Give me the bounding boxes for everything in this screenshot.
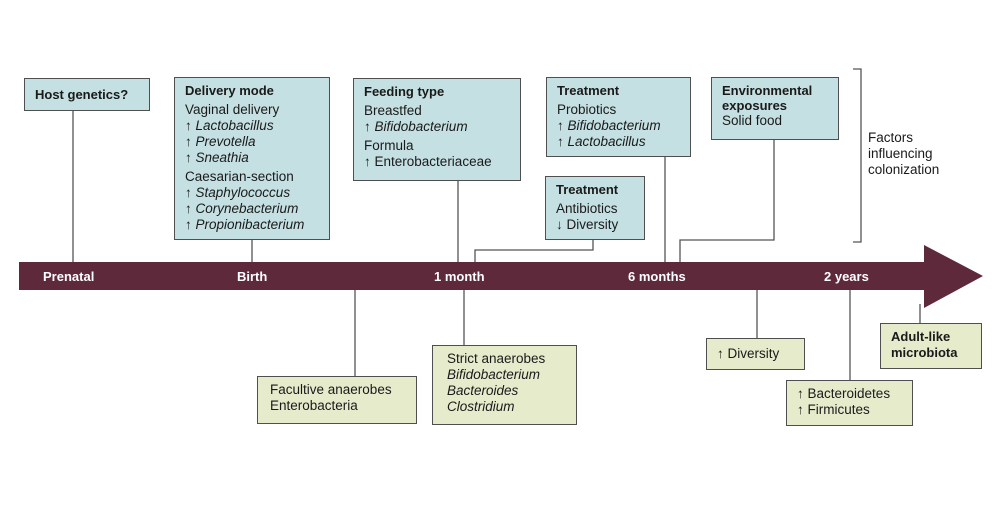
up-arrow-icon: ↑ (557, 118, 564, 133)
bacteroidetes-item: ↑ Bacteroidetes (797, 386, 891, 401)
solid-food-label: Solid food (722, 113, 783, 128)
antibiotics-label: Antibiotics (556, 201, 618, 216)
formula-label: Formula (364, 138, 414, 153)
up-arrow-icon: ↑ (185, 134, 192, 149)
vaginal-item: ↑ Lactobacillus (185, 118, 274, 133)
antibiotics-item: ↓ Diversity (556, 217, 619, 232)
facultive-anaerobes-label: Facultive anaerobes (270, 382, 392, 397)
adult-like-label: Adult-like (891, 329, 951, 344)
enterobacteria-label: Enterobacteria (270, 398, 358, 413)
delivery-mode-title: Delivery mode (185, 83, 274, 98)
probiotics-item: ↑ Lactobacillus (557, 134, 646, 149)
vaginal-item: ↑ Prevotella (185, 134, 256, 149)
probiotics-item: ↑ Bifidobacterium (557, 118, 661, 133)
formula-item: ↑ Enterobacteriaceae (364, 154, 492, 169)
feeding-type-box: Feeding type Breastfed ↑ Bifidobacterium… (353, 78, 521, 181)
timeline-arrow (19, 245, 983, 308)
up-arrow-icon: ↑ (364, 154, 371, 169)
treatment-antibiotics-box: Treatment Antibiotics ↓ Diversity (545, 176, 645, 240)
treatment-probiotics-box: Treatment Probiotics ↑ Bifidobacterium ↑… (546, 77, 691, 157)
strict-anaerobes-box: Strict anaerobes Bifidobacterium Bactero… (432, 345, 577, 425)
timeline-label-prenatal: Prenatal (43, 269, 95, 284)
bacteroidetes-firmicutes-box: ↑ Bacteroidetes ↑ Firmicutes (786, 380, 913, 426)
caesarian-item: ↑ Propionibacterium (185, 217, 305, 232)
strict-anaerobes-label: Strict anaerobes (447, 351, 546, 366)
factors-influencing-label: Factors influencing colonization (868, 130, 940, 177)
up-arrow-icon: ↑ (797, 402, 804, 417)
environmental-exposures-box: Environmental exposures Solid food (711, 77, 839, 140)
strict-anaerobe-item: Bifidobacterium (447, 367, 541, 382)
down-arrow-icon: ↓ (556, 217, 563, 232)
strict-anaerobe-item: Bacteroides (447, 383, 519, 398)
caesarian-section-label: Caesarian-section (185, 169, 294, 184)
up-arrow-icon: ↑ (364, 119, 371, 134)
treatment-antibiotics-title: Treatment (556, 182, 619, 197)
up-arrow-icon: ↑ (557, 134, 564, 149)
up-arrow-icon: ↑ (185, 118, 192, 133)
up-arrow-icon: ↑ (717, 346, 724, 361)
connector-environment (679, 140, 775, 262)
firmicutes-item: ↑ Firmicutes (797, 402, 870, 417)
host-genetics-box: Host genetics? (24, 78, 150, 111)
factors-bracket (853, 68, 862, 243)
diversity-box: ↑ Diversity (706, 338, 805, 370)
treatment-probiotics-title: Treatment (557, 83, 620, 98)
environmental-title-line1: Environmental (722, 83, 813, 98)
adult-like-microbiota-box: Adult-like microbiota (880, 323, 982, 369)
breastfed-item: ↑ Bifidobacterium (364, 119, 468, 134)
up-arrow-icon: ↑ (185, 201, 192, 216)
breastfed-label: Breastfed (364, 103, 422, 118)
delivery-mode-box: Delivery mode Vaginal delivery ↑ Lactoba… (174, 77, 330, 240)
connector-antibiotics (474, 240, 594, 262)
up-arrow-icon: ↑ (185, 185, 192, 200)
feeding-type-title: Feeding type (364, 84, 445, 99)
timeline-label-birth: Birth (237, 269, 268, 284)
environmental-title-line2: exposures (722, 98, 788, 113)
vaginal-item: ↑ Sneathia (185, 150, 249, 165)
probiotics-label: Probiotics (557, 102, 617, 117)
caesarian-item: ↑ Corynebacterium (185, 201, 299, 216)
timeline-label-1-month: 1 month (434, 269, 485, 284)
host-genetics-title: Host genetics? (35, 87, 129, 102)
strict-anaerobe-item: Clostridium (447, 399, 515, 414)
up-arrow-icon: ↑ (797, 386, 804, 401)
vaginal-delivery-label: Vaginal delivery (185, 102, 280, 117)
up-arrow-icon: ↑ (185, 217, 192, 232)
caesarian-item: ↑ Staphylococcus (185, 185, 291, 200)
microbiota-label: microbiota (891, 345, 958, 360)
up-arrow-icon: ↑ (185, 150, 192, 165)
timeline-label-6-months: 6 months (628, 269, 686, 284)
diversity-item: ↑ Diversity (717, 346, 780, 361)
timeline-label-2-years: 2 years (824, 269, 869, 284)
facultive-anaerobes-box: Facultive anaerobes Enterobacteria (257, 376, 417, 424)
